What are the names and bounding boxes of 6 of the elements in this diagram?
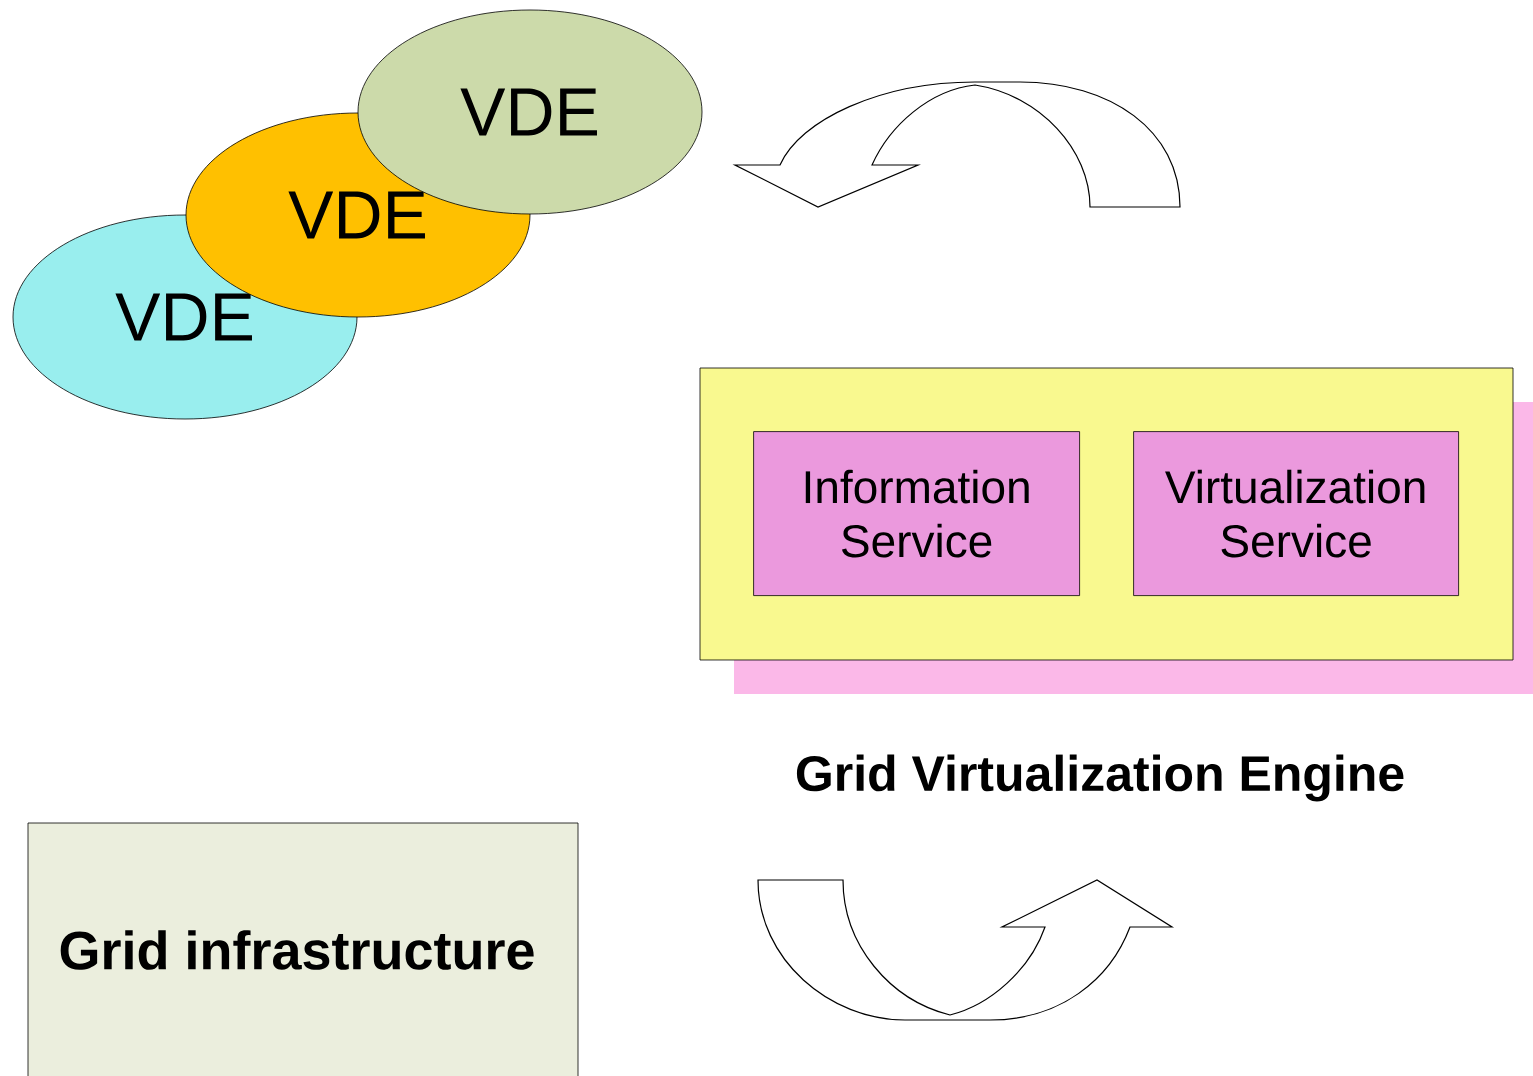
infrastructure-box: Grid infrastructure bbox=[27, 822, 579, 1076]
node-label: Grid Virtualization Engine bbox=[796, 754, 1404, 802]
block-arrow bbox=[757, 879, 1173, 1021]
service-box: Virtualization Service bbox=[1133, 431, 1459, 596]
block-arrow bbox=[734, 81, 1181, 208]
service-box: Information Service bbox=[753, 431, 1080, 596]
